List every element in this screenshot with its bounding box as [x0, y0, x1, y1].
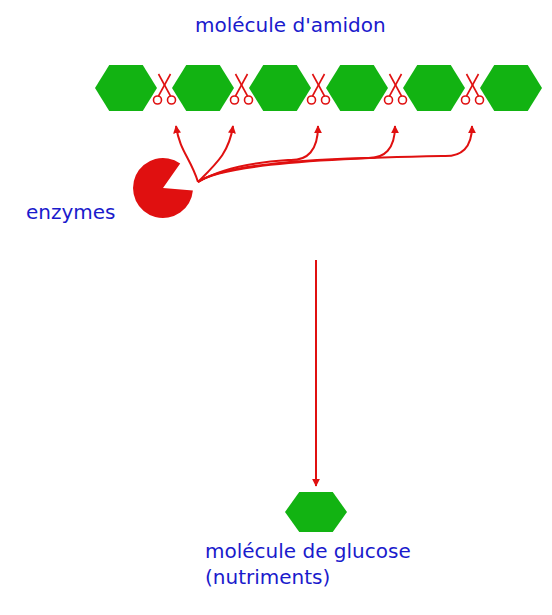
glucose-unit: [95, 65, 157, 111]
enzyme-shape: enzymes: [18, 155, 200, 227]
scissors-symbol: [154, 74, 176, 104]
starch-chain: molécule d'amidon: [92, 8, 544, 120]
scissors-symbol: [308, 74, 330, 104]
molecule-label: molécule d'amidon: [195, 12, 386, 38]
enzyme-pacman: [133, 158, 193, 218]
glucose-unit: [403, 65, 465, 111]
scissors-symbol: [231, 74, 253, 104]
scissors-symbol: [462, 74, 484, 104]
flow-arrow: [316, 260, 317, 486]
glucose-hexagon-shape: [285, 492, 347, 532]
enzyme-label: enzymes: [26, 199, 116, 225]
scissors-symbol: [385, 74, 407, 104]
flow-arrow: [176, 126, 472, 182]
glucose-hexagon: molécule de glucose (nutriments): [200, 488, 480, 610]
glucose-unit: [172, 65, 234, 111]
glucose-unit: [480, 65, 542, 111]
glucose-unit: [326, 65, 388, 111]
nutrient-label: molécule de glucose (nutriments): [205, 538, 455, 590]
glucose-unit: [249, 65, 311, 111]
